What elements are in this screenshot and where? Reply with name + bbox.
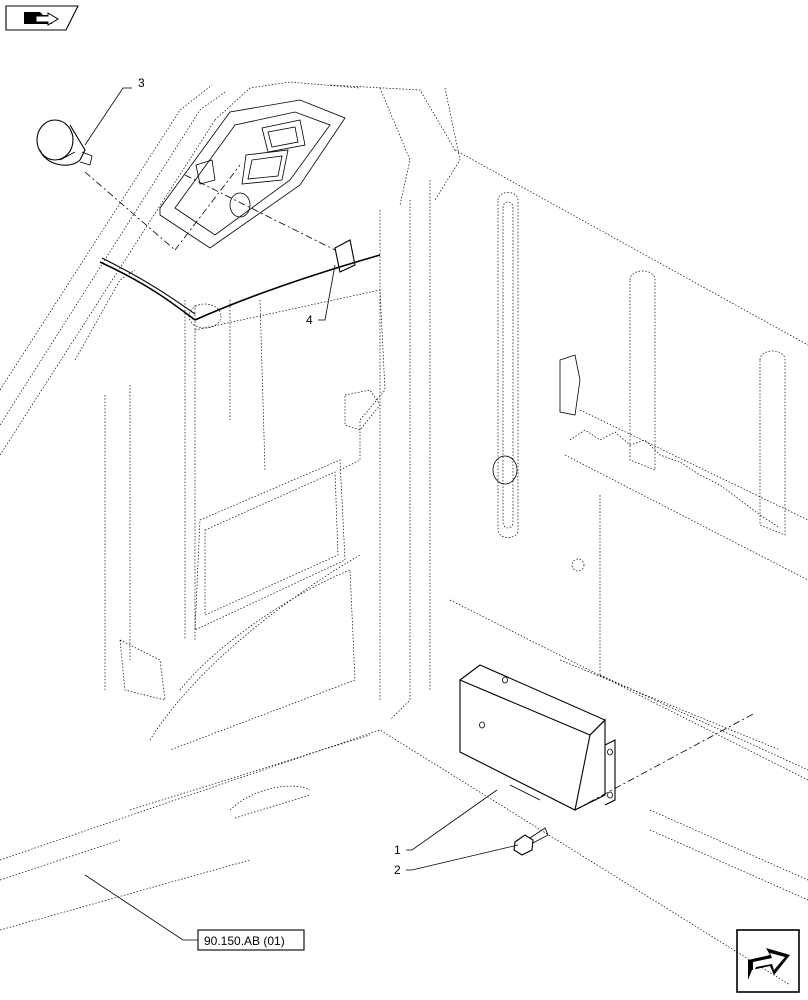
part-1-module <box>458 664 616 811</box>
part-2-bolt <box>513 827 549 856</box>
leader-lines <box>84 87 519 941</box>
part-4-label <box>334 239 356 273</box>
reference-label: 90.150.AB (01) <box>204 934 285 948</box>
cab-interior-linework <box>0 81 808 986</box>
folder-arrow-icon[interactable] <box>5 5 79 31</box>
part-3-cap <box>36 119 93 166</box>
callout-3: 3 <box>138 76 145 90</box>
callout-2: 2 <box>394 863 401 877</box>
reference-box[interactable]: 90.150.AB (01) <box>197 929 305 951</box>
assembly-center-lines <box>84 164 756 811</box>
callout-1: 1 <box>394 843 401 857</box>
next-page-arrow-icon[interactable] <box>736 929 800 993</box>
callout-4: 4 <box>306 313 313 327</box>
